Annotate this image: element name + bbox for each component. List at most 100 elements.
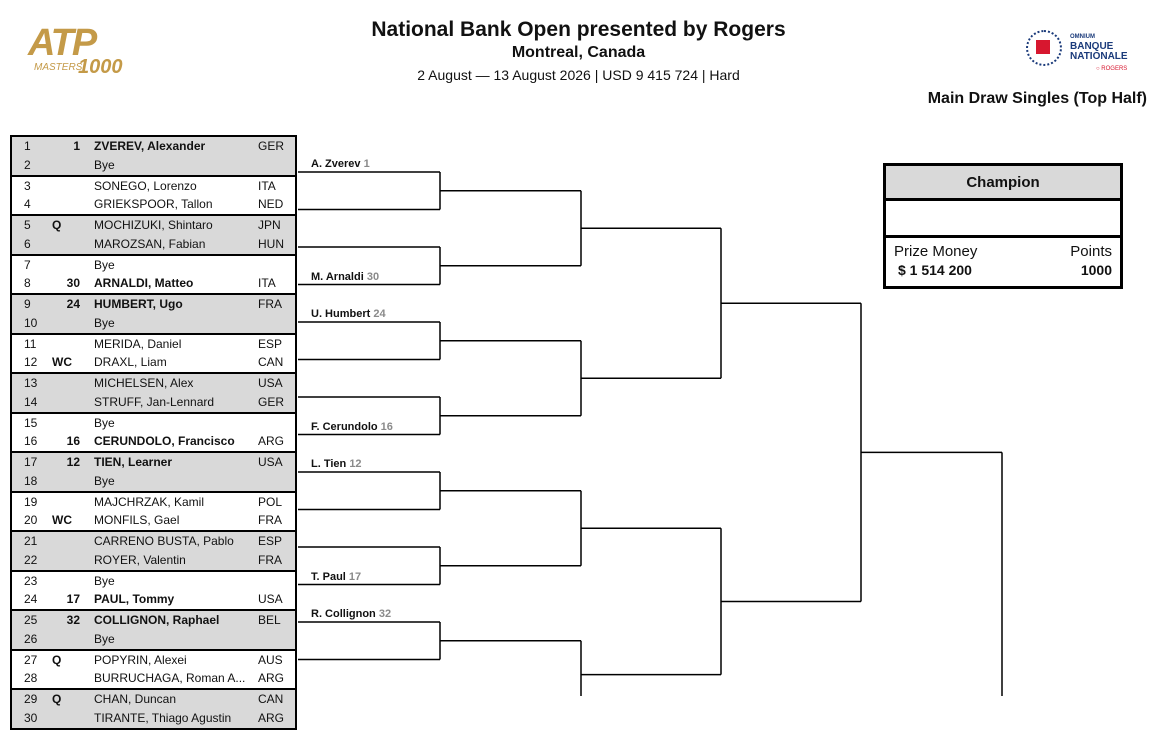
player-nationality: POL — [258, 494, 283, 509]
prize-money-value: $ 1 514 200 — [898, 262, 972, 278]
entry-status: Q — [52, 652, 62, 667]
player-nationality: JPN — [258, 218, 281, 232]
player-nationality: USA — [258, 592, 283, 607]
draw-position: 7 — [24, 257, 31, 272]
player-nationality: USA — [258, 376, 283, 390]
player-nationality: FRA — [258, 297, 282, 311]
draw-position: 8 — [24, 276, 31, 291]
player-nationality: GER — [258, 139, 285, 153]
seed-number: 1 — [73, 139, 80, 153]
player-nationality: HUN — [258, 236, 284, 251]
draw-position: 18 — [24, 473, 38, 488]
draw-position: 5 — [24, 218, 31, 232]
seed-number: 24 — [66, 297, 80, 311]
draw-position: 20 — [24, 513, 38, 528]
entry-status: Q — [52, 218, 62, 232]
masters-1000-logo-text: 1000 — [78, 56, 123, 78]
points-value: 1000 — [1080, 262, 1112, 278]
champion-box: Champion Prize Money $ 1 514 200 Points … — [883, 163, 1123, 289]
seed-number: 16 — [66, 434, 80, 449]
player-nationality: CAN — [258, 355, 284, 370]
tournament-location: Montreal, Canada — [511, 44, 646, 61]
player-nationality: ARG — [258, 710, 285, 725]
player-nationality: ARG — [258, 434, 285, 449]
tournament-title: National Bank Open presented by Rogers — [371, 18, 786, 41]
champion-name-slot — [886, 201, 1120, 238]
prize-money-label: Prize Money — [894, 243, 978, 260]
player-nationality: GER — [258, 394, 285, 409]
champion-label: Champion — [886, 166, 1120, 201]
draw-position: 10 — [24, 315, 38, 330]
player-name: TIRANTE, Thiago Agustin — [94, 710, 232, 725]
seed-number: 12 — [66, 455, 80, 469]
draw-position: 1 — [24, 139, 31, 153]
player-nationality: NED — [258, 197, 284, 212]
seed-number: 17 — [66, 592, 80, 607]
sponsor-line-1: OMNIUM — [1070, 34, 1095, 40]
draw-position: 22 — [24, 552, 38, 567]
draw-position: 13 — [24, 376, 38, 390]
player-nationality: ITA — [258, 178, 276, 193]
player-nationality: BEL — [258, 613, 281, 627]
draw-position: 9 — [24, 297, 31, 311]
draw-position: 21 — [24, 534, 38, 548]
bracket-lines — [298, 171, 1003, 696]
masters-logo-text: MASTERS — [34, 62, 83, 73]
draw-position: 2 — [24, 157, 31, 172]
player-nationality: ARG — [258, 671, 285, 686]
draw-position: 3 — [24, 178, 31, 193]
draw-position: 24 — [24, 592, 38, 607]
draw-position: 14 — [24, 394, 38, 409]
draw-position: 17 — [24, 455, 38, 469]
sponsor-line-4: ○ ROGERS — [1096, 66, 1128, 72]
draw-position: 4 — [24, 197, 31, 212]
player-nationality: AUS — [258, 652, 283, 667]
draw-position: 16 — [24, 434, 38, 449]
seed-number: 32 — [66, 613, 80, 627]
entry-status: WC — [52, 355, 72, 370]
sponsor-flag-icon — [1036, 40, 1050, 54]
draw-position: 6 — [24, 236, 31, 251]
sponsor-circle-icon — [1026, 30, 1062, 66]
entry-status: WC — [52, 513, 72, 528]
draw-position: 11 — [24, 336, 37, 351]
draw-position: 25 — [24, 613, 38, 627]
draw-position: 30 — [24, 710, 38, 725]
draw-title: Main Draw Singles (Top Half) — [927, 90, 1147, 107]
